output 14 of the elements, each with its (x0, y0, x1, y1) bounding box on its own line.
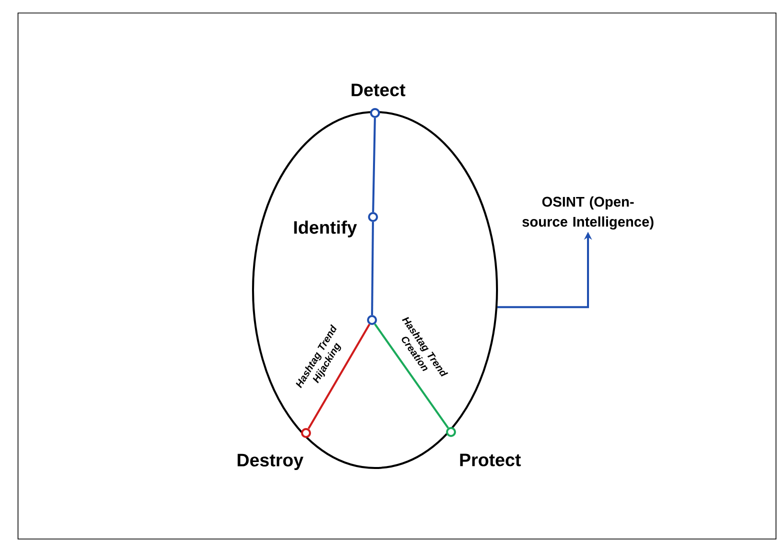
node-label: Destroy (238, 454, 304, 470)
labelled-point: Detect (352, 84, 406, 118)
labelled-point: Protect (446, 426, 521, 466)
connector (308, 324, 370, 430)
node-label: Protect (460, 454, 521, 466)
connector (371, 222, 374, 315)
node-label: Identify (294, 220, 357, 238)
text-label: OSINT (Open-source Intelligence) (522, 196, 654, 230)
connector (374, 324, 449, 428)
hub-point (367, 314, 377, 325)
connector (372, 118, 376, 212)
labelled-point: Identify (294, 212, 378, 238)
node-label: Detect (352, 84, 406, 96)
labelled-point: Destroy (238, 428, 311, 470)
